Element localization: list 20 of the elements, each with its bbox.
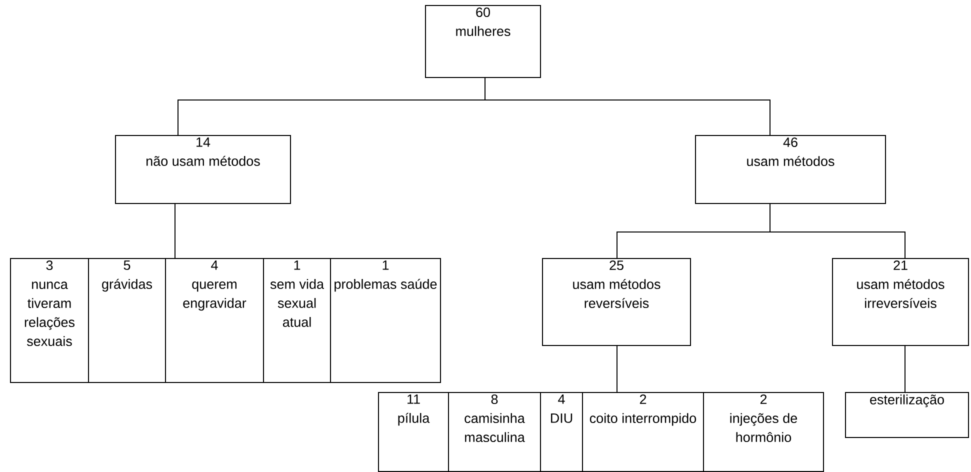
table-cell: 2 injeções de hormônio — [703, 392, 824, 472]
count-box: 60 mulheres — [425, 5, 541, 78]
connector-line — [616, 344, 618, 392]
count-box: 25 usam métodos reversíveis — [542, 258, 691, 346]
table-cell: 5 grávidas — [88, 258, 166, 383]
table-cell: 2 coito interrompido — [582, 392, 704, 472]
table-cell: 11 pílula — [378, 392, 449, 472]
connector-line — [904, 344, 906, 392]
table-cell: 4 querem engravidar — [165, 258, 264, 383]
connector-line — [770, 202, 906, 258]
table-cell: 4 DIU — [540, 392, 583, 472]
count-box: 14 não usam métodos — [115, 135, 291, 204]
connector-line — [174, 202, 176, 258]
table-cell: esterilização — [845, 392, 969, 438]
count-box: 46 usam métodos — [695, 135, 886, 204]
table-cell: 1 sem vida sexual atual — [263, 258, 331, 383]
count-box: 21 usam métodos irreversíveis — [832, 258, 969, 346]
table-cell: 3 nunca tiveram relações sexuais — [10, 258, 89, 383]
table-cell: 1 problemas saúde — [330, 258, 441, 383]
table-cell: 8 camisinha masculina — [448, 392, 541, 472]
